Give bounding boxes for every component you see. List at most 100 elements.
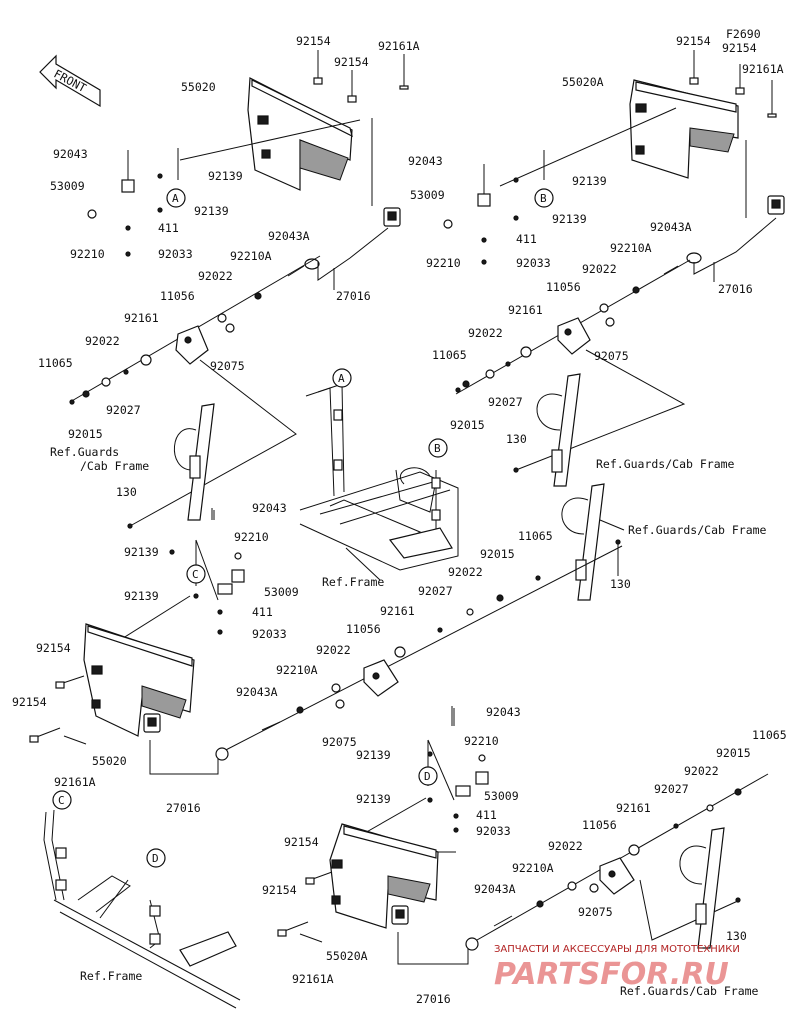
callout-d-label: D <box>424 770 431 783</box>
middle-frame <box>299 383 459 581</box>
label-27016: 27016 <box>166 801 201 815</box>
label-92022: 92022 <box>316 643 351 657</box>
label-92033: 92033 <box>158 247 193 261</box>
guard-cab-frame-icon <box>173 403 215 521</box>
callout-b-frame: B <box>428 438 448 458</box>
label-53009: 53009 <box>50 179 85 193</box>
label-92015: 92015 <box>480 547 515 561</box>
label-92139: 92139 <box>356 792 391 806</box>
mirror-housing-55020a-icon <box>329 823 439 929</box>
label-92210: 92210 <box>70 247 105 261</box>
label-ref-guards: Ref.Guards <box>50 445 119 459</box>
label-55020: 55020 <box>181 80 216 94</box>
label-ref-guards-cab-frame: Ref.Guards/Cab Frame <box>620 984 759 998</box>
label-92210: 92210 <box>234 530 269 544</box>
guard-cab-frame-icon <box>536 373 581 487</box>
label-11065: 11065 <box>752 728 787 742</box>
label-92161: 92161 <box>616 801 651 815</box>
label-92154: 92154 <box>676 34 711 48</box>
label-130: 130 <box>116 485 137 499</box>
label-92139: 92139 <box>194 204 229 218</box>
frame-icon <box>299 383 459 571</box>
label-92043: 92043 <box>486 705 521 719</box>
label-53009: 53009 <box>264 585 299 599</box>
callout-c-label: C <box>192 568 199 581</box>
label-92210a: 92210A <box>276 663 318 677</box>
label-92154: 92154 <box>296 34 331 48</box>
label-11065: 11065 <box>38 356 73 370</box>
watermark: ЗАПЧАСТИ И АКСЕССУАРЫ ДЛЯ МОТОТЕХНИКИ PA… <box>494 944 740 992</box>
label-92154: 92154 <box>12 695 47 709</box>
label-92033: 92033 <box>252 627 287 641</box>
label-11056: 11056 <box>346 622 381 636</box>
callout-c-frame: C <box>52 790 72 810</box>
label-92043a: 92043A <box>650 220 692 234</box>
label-ref-guards-cab-frame: Ref.Guards/Cab Frame <box>628 523 767 537</box>
mid-right-guard <box>561 483 625 601</box>
frame-icon <box>43 809 241 1009</box>
label-92154: 92154 <box>284 835 319 849</box>
label-92161: 92161 <box>508 303 543 317</box>
label-92139: 92139 <box>124 589 159 603</box>
label-53009: 53009 <box>484 789 519 803</box>
front-arrow-icon: FRONT <box>39 54 101 108</box>
label-55020a: 55020A <box>562 75 604 89</box>
callout-d-frame: D <box>146 848 166 868</box>
label-ref-frame: Ref.Frame <box>322 575 384 589</box>
label-92022: 92022 <box>448 565 483 579</box>
callout-b: B <box>534 188 554 208</box>
label-cab-frame: /Cab Frame <box>80 459 149 473</box>
label-92161a: 92161A <box>54 775 96 789</box>
mid-left-assembly <box>29 508 623 775</box>
callout-b-label: B <box>434 442 441 455</box>
label-92210a: 92210A <box>230 249 272 263</box>
label-92022: 92022 <box>684 764 719 778</box>
label-92139: 92139 <box>572 174 607 188</box>
label-92161a: 92161A <box>742 62 784 76</box>
label-11056: 11056 <box>546 280 581 294</box>
label-92139: 92139 <box>124 545 159 559</box>
front-label: FRONT <box>52 67 89 96</box>
label-92139: 92139 <box>552 212 587 226</box>
label-55020a: 55020A <box>326 949 368 963</box>
label-92161: 92161 <box>124 311 159 325</box>
label-92154: 92154 <box>722 41 757 55</box>
callout-c: C <box>186 564 206 584</box>
label-55020: 55020 <box>92 754 127 768</box>
label-92043a: 92043A <box>268 229 310 243</box>
label-92022: 92022 <box>468 326 503 340</box>
watermark-logo: PARTSFOR.RU <box>494 957 729 992</box>
label-92043: 92043 <box>408 154 443 168</box>
callout-a-label: A <box>172 192 179 205</box>
label-11056: 11056 <box>582 818 617 832</box>
label-130: 130 <box>610 577 631 591</box>
callout-a: A <box>166 188 186 208</box>
label-53009: 53009 <box>410 188 445 202</box>
guard-cab-frame-icon <box>679 827 725 949</box>
label-92154: 92154 <box>334 55 369 69</box>
label-11065: 11065 <box>432 348 467 362</box>
label-92043a: 92043A <box>474 882 516 896</box>
label-130: 130 <box>726 929 747 943</box>
label-92154: 92154 <box>36 641 71 655</box>
callout-c-label: C <box>58 794 65 807</box>
guard-cab-frame-icon <box>561 483 605 601</box>
label-92075: 92075 <box>578 905 613 919</box>
label-ref-guards-cab-frame: Ref.Guards/Cab Frame <box>596 457 735 471</box>
label-130: 130 <box>506 432 527 446</box>
label-92015: 92015 <box>450 418 485 432</box>
label-92015: 92015 <box>716 746 751 760</box>
label-92161a: 92161A <box>292 972 334 986</box>
bottom-right-assembly <box>277 706 769 965</box>
label-92075: 92075 <box>210 359 245 373</box>
diagram-code: F2690 <box>726 27 761 41</box>
label-92043: 92043 <box>53 147 88 161</box>
label-92033: 92033 <box>476 824 511 838</box>
label-92043a: 92043A <box>236 685 278 699</box>
label-92161a: 92161A <box>378 39 420 53</box>
label-92139: 92139 <box>356 748 391 762</box>
label-411: 411 <box>158 221 179 235</box>
label-411: 411 <box>252 605 273 619</box>
label-92210: 92210 <box>464 734 499 748</box>
